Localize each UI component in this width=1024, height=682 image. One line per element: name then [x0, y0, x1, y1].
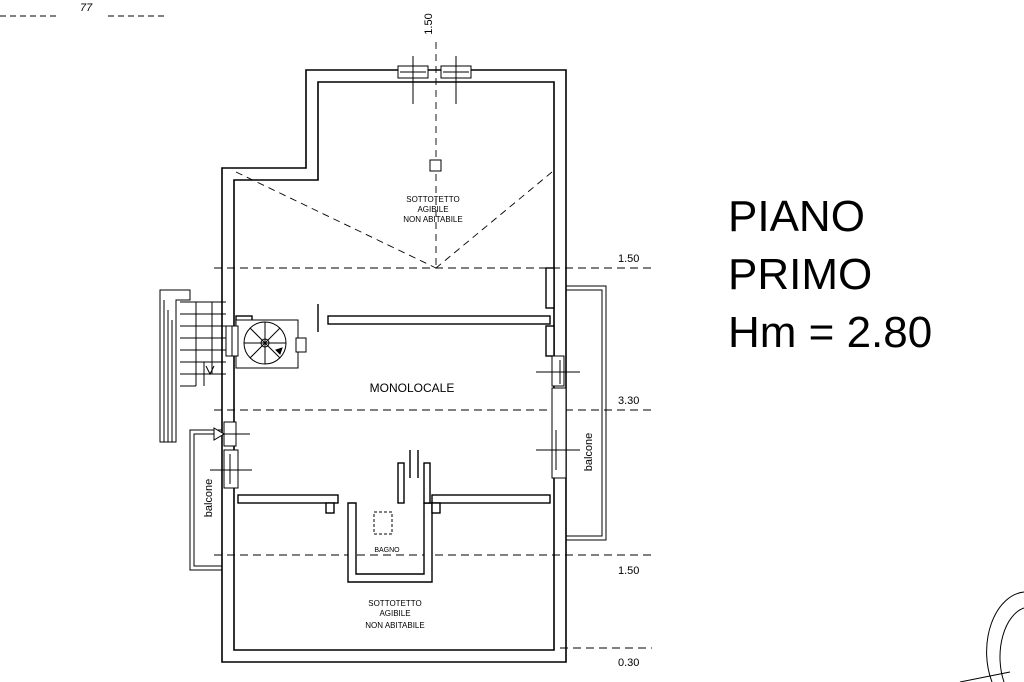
balcony-right-label: balcone	[583, 433, 595, 472]
roof-lines	[235, 42, 553, 269]
main-room-label: MONOLOCALE	[370, 381, 455, 395]
balcony-right	[566, 285, 607, 541]
external-stairs	[159, 289, 226, 443]
attic-bottom-label-1: SOTTOTETTO	[368, 599, 421, 608]
chimney	[295, 337, 307, 353]
spiral-staircase	[225, 319, 299, 369]
level-lines	[214, 267, 652, 649]
top-windows	[397, 56, 472, 104]
balcony-left-label: balcone	[203, 479, 215, 518]
right-openings	[536, 355, 580, 479]
title-line-3: Hm = 2.80	[728, 308, 933, 357]
height-level-d: 0.30	[618, 657, 639, 669]
height-level-c: 1.50	[618, 565, 639, 577]
title-block: PIANO PRIMO Hm = 2.80	[728, 188, 932, 362]
height-top-vertical: 1.50	[423, 13, 435, 34]
outer-walls	[221, 69, 567, 663]
attic-bottom-label-2: AGIBILE	[379, 609, 410, 618]
balcony-left	[189, 429, 222, 571]
height-level-b: 3.30	[618, 395, 639, 407]
attic-top-label-2: AGIBILE	[417, 205, 448, 214]
bath-fixture	[373, 511, 393, 535]
internal-walls	[235, 267, 555, 583]
bath-label: BAGNO	[374, 547, 400, 554]
attic-bottom-label-3: NON ABITABILE	[365, 621, 424, 630]
attic-top-label-1: SOTTOTETTO	[406, 195, 459, 204]
title-line-1: PIANO	[728, 192, 865, 241]
left-openings	[210, 421, 252, 489]
title-line-2: PRIMO	[728, 250, 873, 299]
attic-top-label-3: NON ABITABILE	[403, 215, 462, 224]
adjacent-arc	[959, 591, 1024, 682]
roof-vent	[429, 159, 442, 172]
height-level-a: 1.50	[618, 253, 639, 265]
corner-mark: 77	[80, 2, 93, 14]
